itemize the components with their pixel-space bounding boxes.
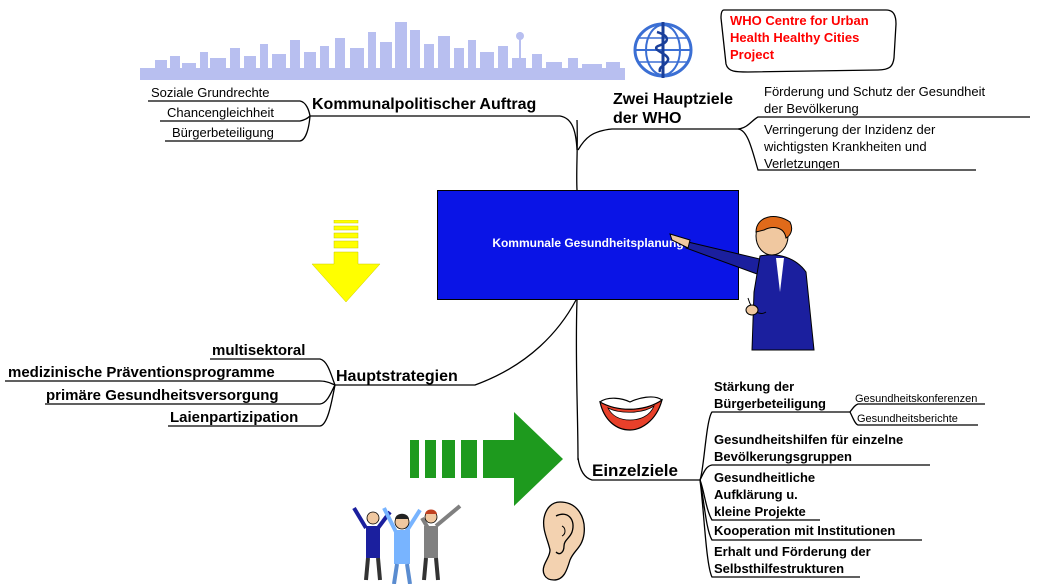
mandate-item-2: Chancengleichheit [167,105,274,120]
goal-line: Gesundheitshilfen für einzelne [714,432,904,447]
pointing-man-icon [669,216,815,351]
central-topic-label: Kommunale Gesundheitsplanung [492,236,684,250]
goals-title: Einzelziele [592,461,678,480]
strategy-item-4: Laienpartizipation [170,409,299,426]
goal-line: Bürgerbeteiligung [714,396,826,411]
who-goal-line: Verletzungen [764,156,840,171]
green-right-arrow-icon [410,412,563,506]
who-centre-line: Health Healthy Cities [730,30,860,45]
goal-item-5: Erhalt und Förderung der Selbsthilfestru… [714,543,871,577]
smiling-mouth-icon [599,396,664,431]
strategies-title: Hauptstrategien [336,368,458,385]
who-centre-line: Project [730,47,775,62]
who-goal-item-1: Förderung und Schutz der Gesundheit der … [764,83,985,117]
goal-item-1: Stärkung der Bürgerbeteiligung [714,378,826,412]
cheering-people-icon [352,504,462,584]
who-goal-item-2: Verringerung der Inzidenz der wichtigste… [764,121,935,172]
mandate-title: Kommunalpolitischer Auftrag [312,96,537,113]
goal-line: kleine Projekte [714,504,806,519]
goal-sub-item-1: Gesundheitskonferenzen [855,393,978,405]
who-goals-title-line: Zwei Hauptziele [613,91,734,108]
goal-item-2: Gesundheitshilfen für einzelne Bevölkeru… [714,431,903,465]
mandate-item-3: Bürgerbeteiligung [172,125,274,140]
who-goal-line: der Bevölkerung [764,101,859,116]
goal-item-4: Kooperation mit Institutionen [714,523,896,538]
who-centre-line: WHO Centre for Urban [730,13,869,28]
strategy-item-3: primäre Gesundheitsversorgung [46,387,279,404]
mandate-item-1: Soziale Grundrechte [151,85,270,100]
who-goals-title: Zwei Hauptziele der WHO [613,90,733,128]
who-goal-line: Förderung und Schutz der Gesundheit [764,84,986,99]
who-goal-line: Verringerung der Inzidenz der [764,122,936,137]
who-emblem-icon [633,22,693,78]
strategy-item-1: multisektoral [212,342,306,359]
goal-line: Bevölkerungsgruppen [714,449,852,464]
city-skyline-icon [140,22,625,80]
goal-line: Stärkung der [714,379,795,394]
strategy-item-2: medizinische Präventionsprogramme [8,364,275,381]
goal-item-3: Gesundheitliche Aufklärung u. kleine Pro… [714,469,815,520]
who-centre-label: WHO Centre for Urban Health Healthy Citi… [730,12,869,63]
yellow-down-arrow-icon [311,220,381,302]
ear-icon [542,501,585,581]
goal-sub-item-2: Gesundheitsberichte [857,413,958,425]
who-goal-line: wichtigsten Krankheiten und [764,139,927,154]
goal-line: Selbsthilfestrukturen [714,561,845,576]
who-goals-title-line: der WHO [613,110,682,127]
goal-line: Erhalt und Förderung der [714,544,871,559]
goal-line: Aufklärung u. [714,487,798,502]
who-centre-callout [720,9,897,73]
goal-line: Gesundheitliche [714,470,816,485]
